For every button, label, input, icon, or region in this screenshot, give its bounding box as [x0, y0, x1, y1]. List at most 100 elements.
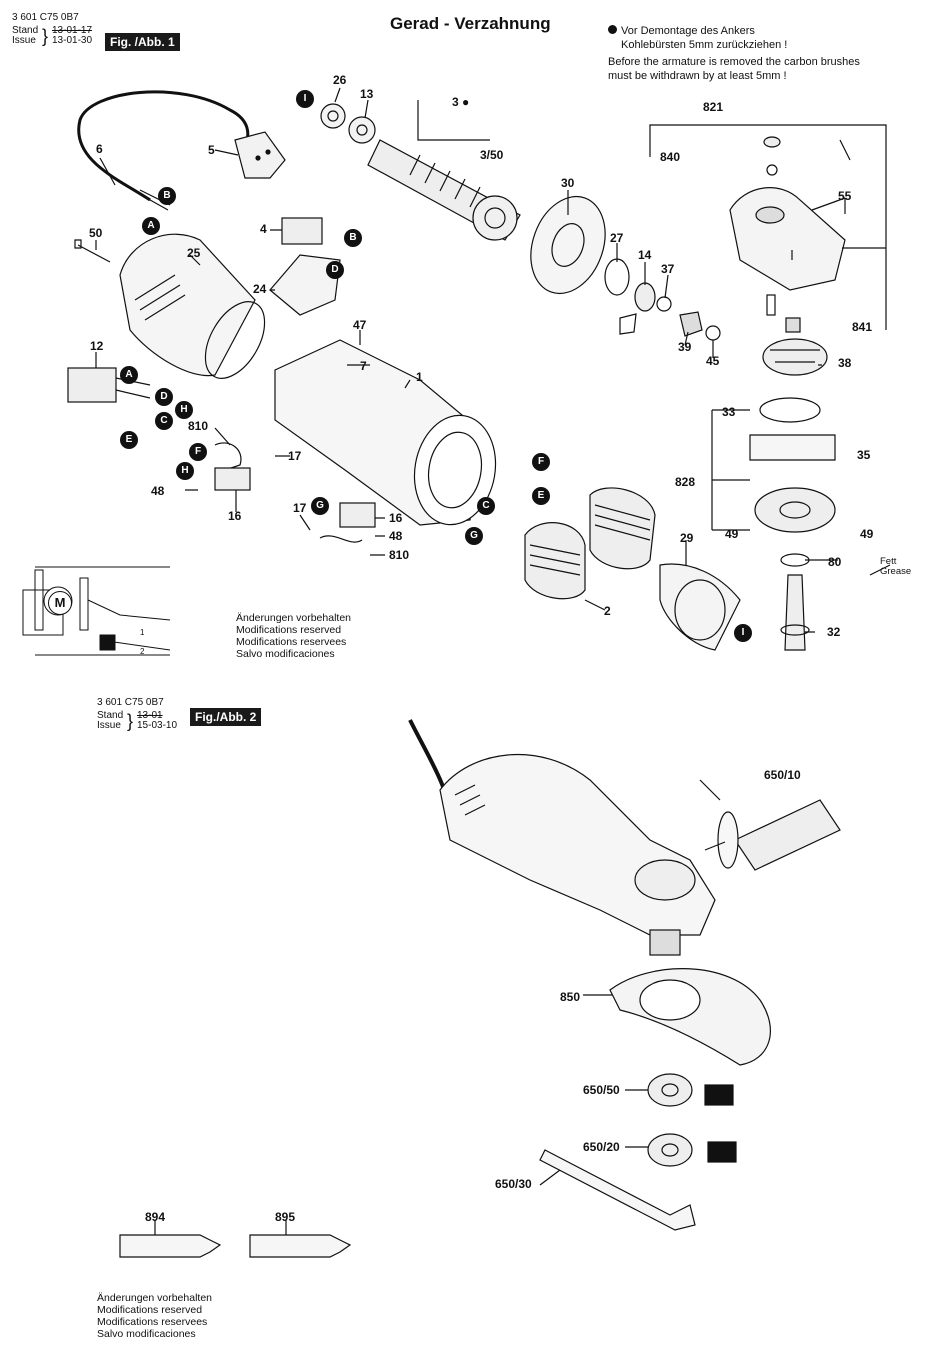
marker-h-brush: H [176, 462, 194, 480]
part-label-32: 32 [827, 625, 841, 639]
brush-box-part [214, 467, 251, 491]
bearing-26-part [320, 103, 346, 129]
power-cord [77, 90, 250, 202]
part-label-810-top: 810 [188, 419, 209, 433]
disclaimer-fig2: Änderungen vorbehalten Modifications res… [97, 1292, 212, 1340]
marker-c-coil: C [477, 497, 495, 515]
part-label-50: 50 [89, 226, 103, 240]
side-handle-part [704, 799, 841, 871]
disclaimer-line: Modifications reserved [236, 624, 342, 636]
part-label-48-right: 48 [389, 529, 403, 543]
part-label-841: 841 [852, 320, 873, 334]
baffle-part [530, 195, 606, 295]
bullet-dot-icon: ● [462, 95, 470, 109]
bearing-14-part [634, 282, 656, 312]
part-label-7: 7 [360, 359, 367, 373]
part-label-12: 12 [90, 339, 104, 353]
stand-new-value: 13-01-30 [52, 35, 93, 46]
part-label-24: 24 [253, 282, 267, 296]
part-label-3: 3 ● [452, 95, 469, 109]
part-label-3-text: 3 [452, 95, 459, 109]
armature-part [367, 139, 521, 241]
marker-g-brush: G [311, 497, 329, 515]
marker-f-brush: F [189, 443, 207, 461]
marker-b-holder: B [344, 229, 362, 247]
pin-part [766, 294, 776, 316]
holder-plate-part [269, 254, 341, 316]
issue-label: Issue [97, 720, 121, 731]
ring-27-part [604, 258, 630, 296]
brush-holder-part [281, 217, 323, 245]
part-label-80: 80 [828, 555, 842, 569]
fig1-part-code: 3 601 C75 0B7 [12, 12, 79, 23]
part-label-25: 25 [187, 246, 201, 260]
part-label-35: 35 [857, 448, 871, 462]
stand-label: Stand [97, 710, 124, 721]
motor-symbol-icon: M [48, 591, 72, 615]
grease-line-1: Fett [880, 556, 897, 567]
bearing-flange-part [754, 487, 836, 533]
bracket-33-35 [711, 409, 750, 531]
part-label-828: 828 [675, 475, 696, 489]
key-part [619, 313, 637, 335]
motor-housing-part [274, 339, 497, 526]
switch-pos-2: 2 [140, 647, 145, 656]
part-label-895: 895 [275, 1210, 296, 1224]
part-label-45: 45 [706, 354, 720, 368]
part-label-840: 840 [660, 150, 681, 164]
marker-a-cord: A [142, 217, 160, 235]
part-label-38: 38 [838, 356, 852, 370]
washer-80-part [780, 553, 810, 567]
demount-note: Vor Demontage des Ankers Kohlebürsten 5m… [608, 24, 860, 83]
pinion-39-part [679, 311, 703, 337]
button-part [763, 136, 781, 148]
spring-part [766, 164, 778, 176]
part-label-17-top: 17 [288, 449, 302, 463]
marker-e-switch: E [120, 431, 138, 449]
bracket-821 [649, 124, 887, 330]
note-line-3: Before the armature is removed the carbo… [608, 56, 860, 68]
needle-bearing-841-part [785, 317, 801, 333]
grease-line-2: Grease [880, 566, 912, 577]
brush-spring-part [214, 442, 242, 471]
part-label-894: 894 [145, 1210, 166, 1224]
disclaimer-line: Modifications reserved [97, 1304, 203, 1316]
disclaimer-line: Modifications reservees [236, 636, 347, 648]
marker-e-coil: E [532, 487, 550, 505]
marker-h-switch: H [175, 401, 193, 419]
part-label-4: 4 [260, 222, 267, 236]
part-label-49-left: 49 [725, 527, 739, 541]
brush-box-2-part [339, 502, 376, 528]
wheel-guard-part [609, 968, 771, 1066]
disclaimer-line: Salvo modificaciones [236, 648, 335, 660]
part-label-13: 13 [360, 87, 374, 101]
part-label-16-right: 16 [389, 511, 403, 525]
assembled-grinder [408, 719, 716, 956]
stand-old-value: 13-01-17 [52, 25, 93, 36]
note-line-1: Vor Demontage des Ankers [621, 25, 755, 37]
mounting-flange-part [647, 1073, 693, 1107]
nut-45-part [705, 325, 721, 341]
part-label-5: 5 [208, 143, 215, 157]
gear-housing-part [729, 187, 846, 291]
part-label-14: 14 [638, 248, 652, 262]
page-title: Gerad - Verzahnung [390, 14, 551, 33]
part-label-26: 26 [333, 73, 347, 87]
part-label-17-bottom: 17 [293, 501, 307, 515]
disclaimer-line: Modifications reservees [97, 1316, 208, 1328]
fig2-part-code: 3 601 C75 0B7 [97, 697, 164, 708]
spanner-part [539, 1149, 696, 1231]
part-label-29: 29 [680, 531, 694, 545]
plug-part [234, 131, 286, 179]
marker-i-guard: I [734, 624, 752, 642]
clamping-nut-part [647, 1133, 693, 1167]
disclaimer-line: Salvo modificaciones [97, 1328, 196, 1340]
disclaimer-line: Änderungen vorbehalten [97, 1292, 213, 1304]
screw-part [74, 239, 111, 263]
part-label-39: 39 [678, 340, 692, 354]
part-label-33: 33 [722, 405, 736, 419]
note-line-4: must be withdrawn by at least 5mm ! [608, 70, 787, 82]
part-label-48-left: 48 [151, 484, 165, 498]
switch-part [67, 367, 117, 403]
issue-label: Issue [12, 35, 36, 46]
